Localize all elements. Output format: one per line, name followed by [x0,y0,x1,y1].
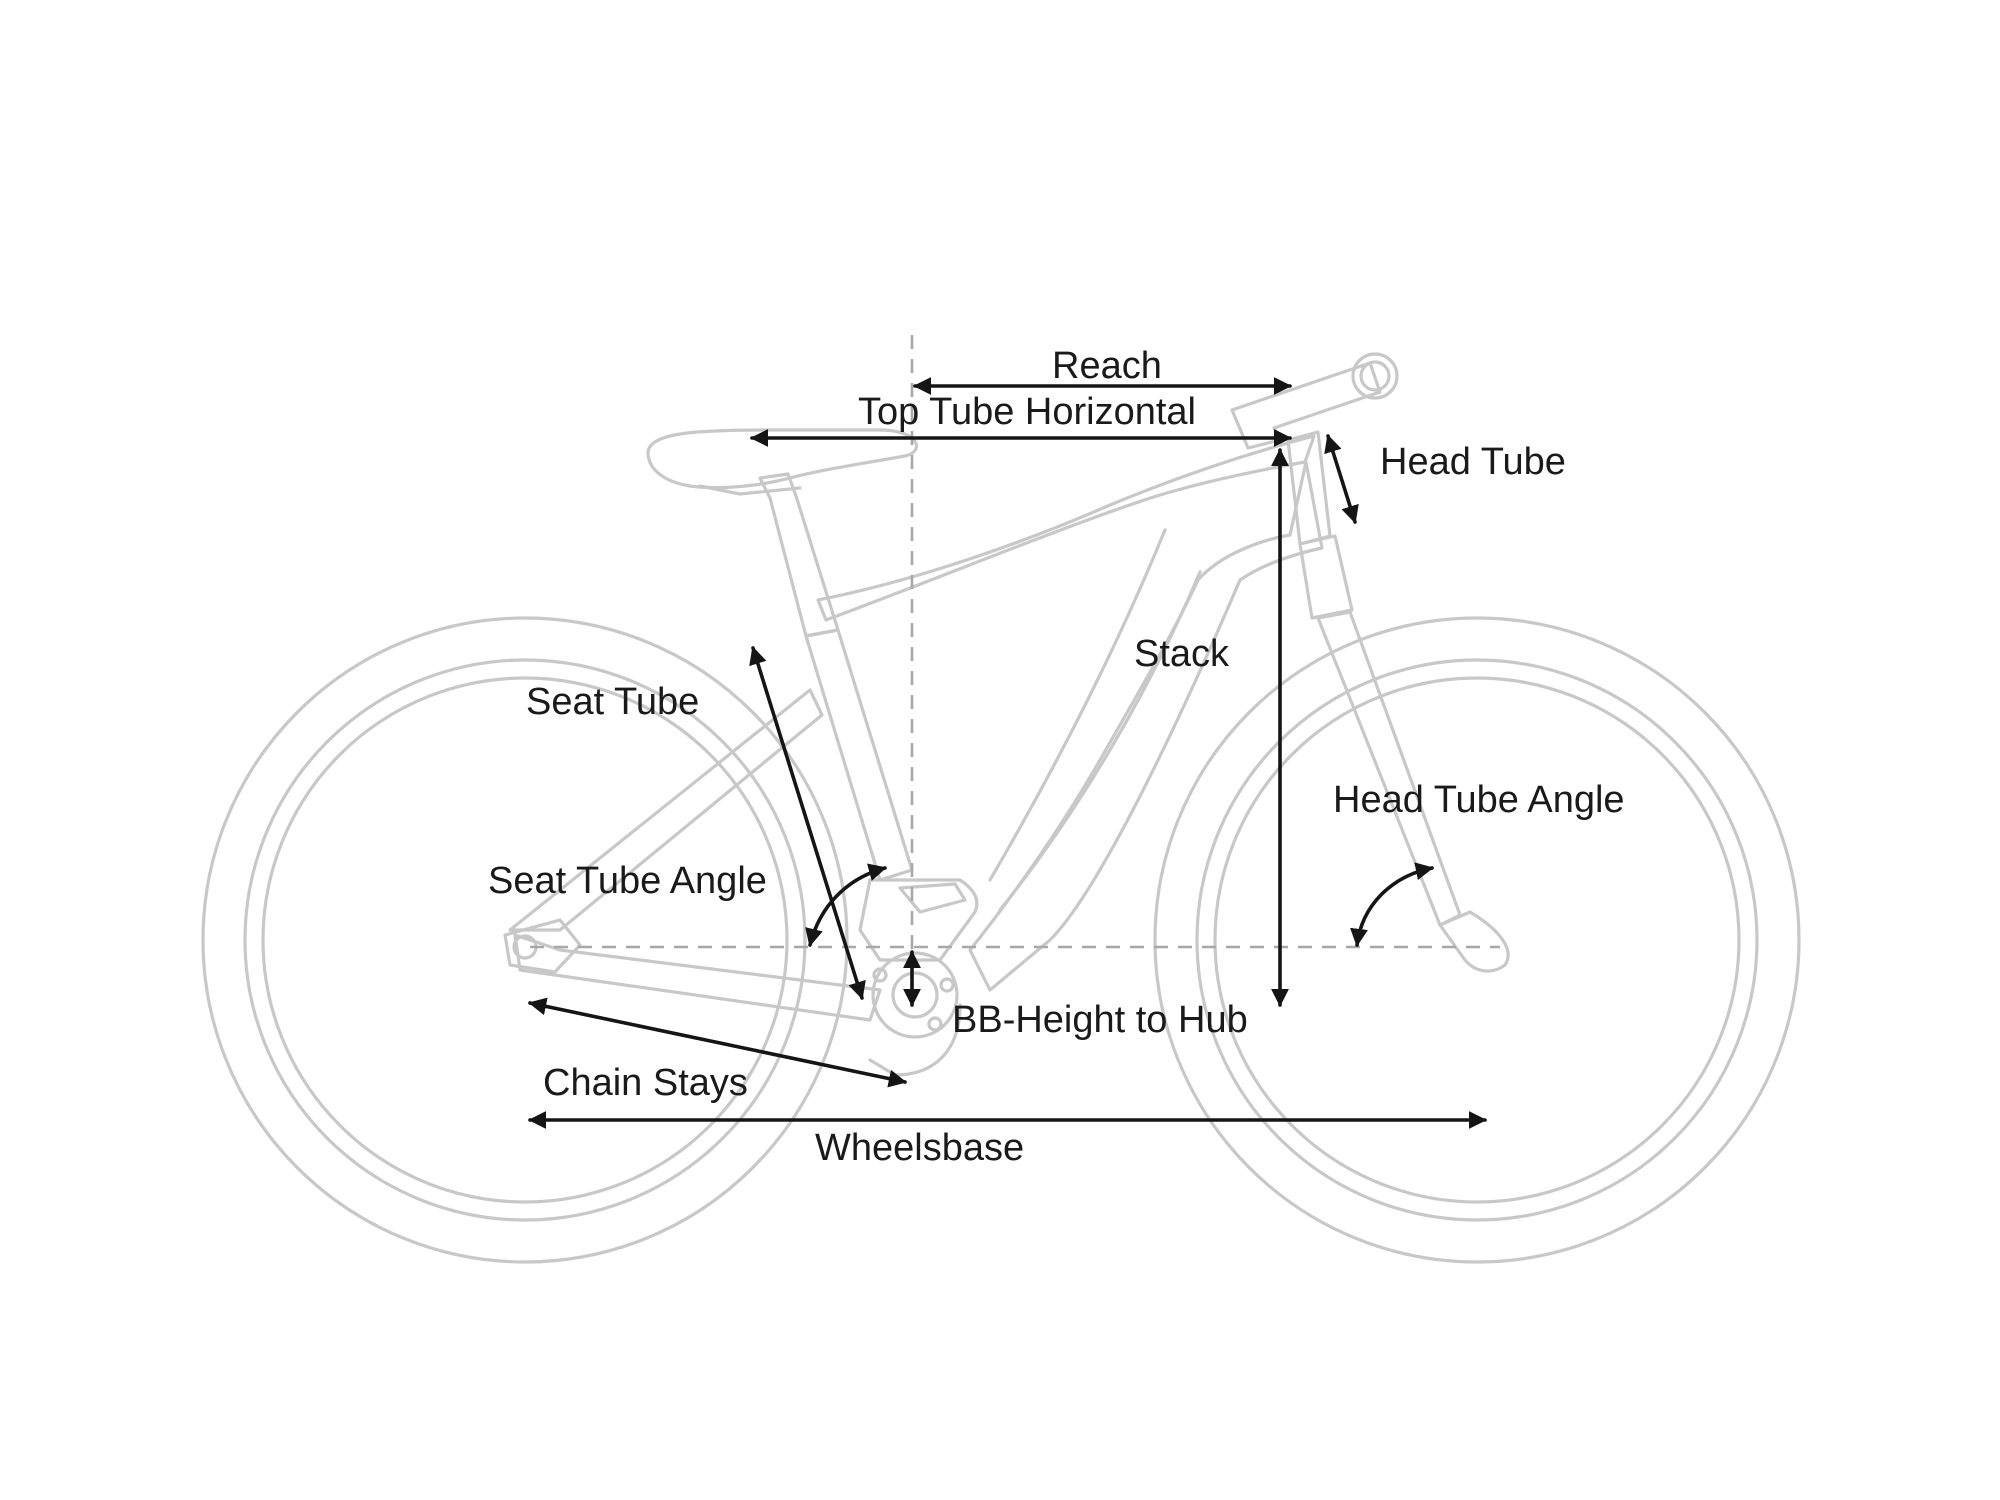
front-wheel [1153,616,1801,1264]
head-tube-arrow [1324,434,1359,524]
top-tube [816,434,1316,622]
head-tube-angle-arrow [1350,862,1434,947]
chain-stays-arrow [528,997,907,1088]
label-wheelsbase: Wheelsbase [815,1127,1024,1169]
label-head-tube: Head Tube [1380,441,1566,483]
label-stack: Stack [1134,633,1230,675]
label-bb-height-to-hub: BB-Height to Hub [952,999,1248,1041]
fork [1298,534,1354,620]
seat-tube-angle-arrow [805,863,887,947]
seat-tube-arrow [749,646,866,1000]
label-seat-tube: Seat Tube [526,681,699,723]
label-top-tube-horizontal: Top Tube Horizontal [858,391,1196,433]
bottom-crank [871,951,959,1039]
handlebar [1351,352,1399,400]
label-reach: Reach [1052,345,1162,387]
label-head-tube-angle: Head Tube Angle [1333,779,1625,821]
label-seat-tube-angle: Seat Tube Angle [488,860,767,902]
seat-tube [804,628,914,882]
seatpost [758,472,840,638]
saddle [646,428,918,490]
label-chain-stays: Chain Stays [543,1062,748,1104]
